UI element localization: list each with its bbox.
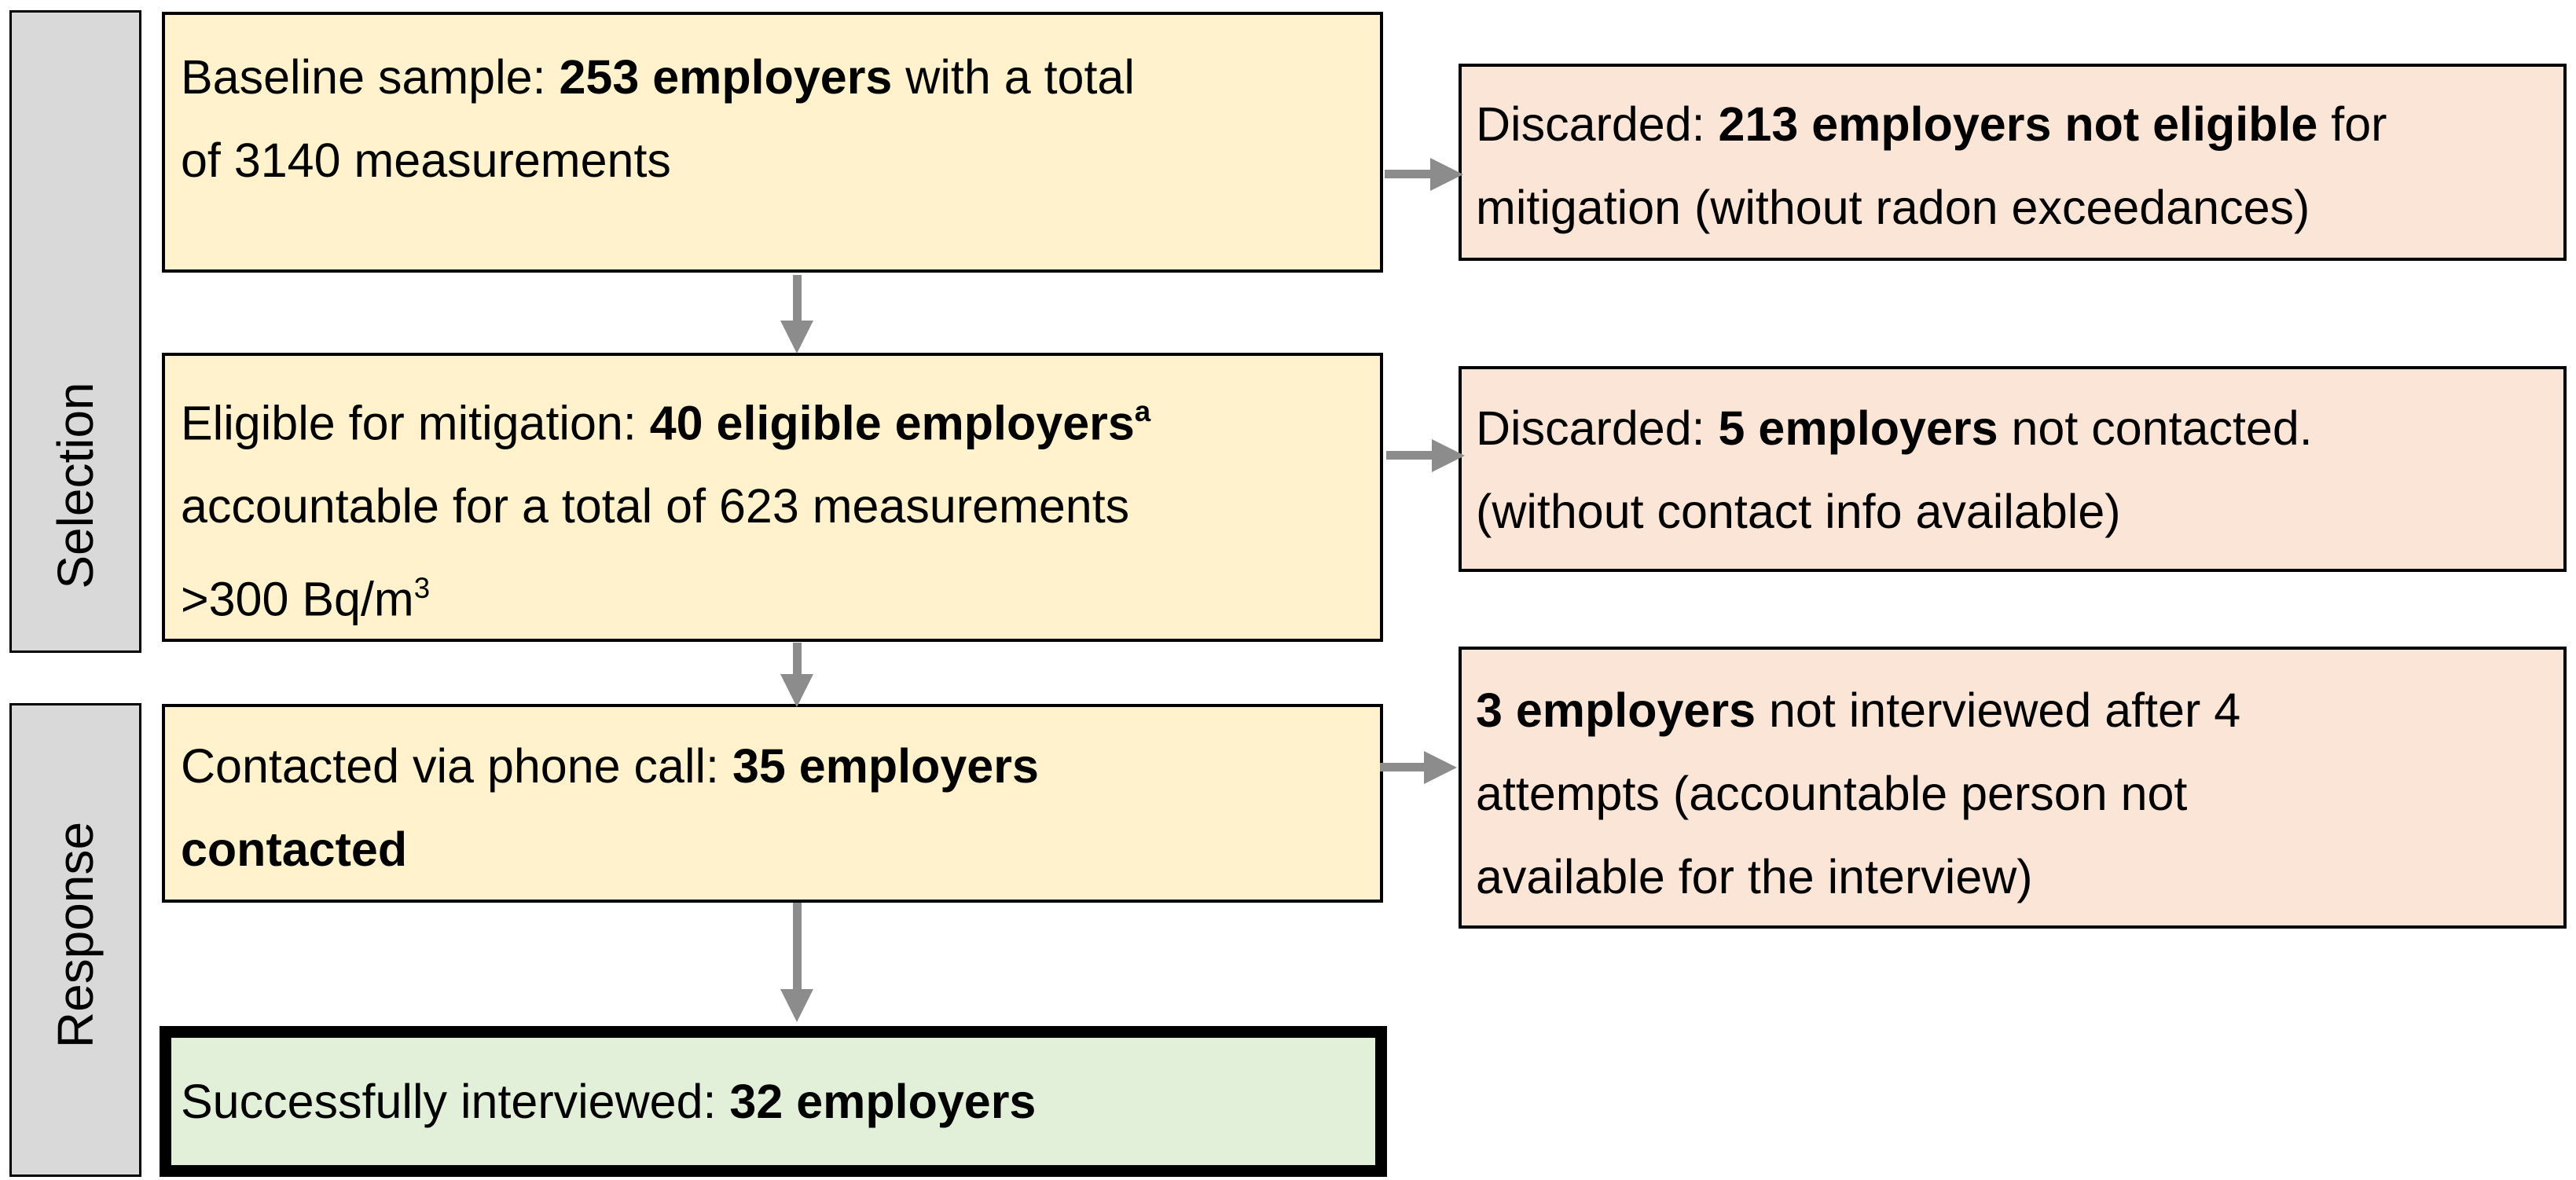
text-segment: Baseline sample:: [181, 50, 560, 104]
arrow-stem: [1385, 170, 1430, 178]
text-line: mitigation (without radon exceedances): [1476, 166, 2549, 249]
text-segment: Contacted via phone call:: [181, 739, 732, 793]
text-line: Baseline sample: 253 employers with a to…: [181, 35, 1364, 119]
stage-selection-box: Selection: [9, 10, 141, 653]
eligible-for-mitigation-box: Eligible for mitigation: 40 eligible emp…: [162, 353, 1383, 642]
arrow-head: [780, 674, 813, 707]
not-interviewed-box: 3 employers not interviewed after 4 atte…: [1459, 647, 2567, 929]
eligible-to-discarded-arrow: [1386, 439, 1465, 472]
text-segment: contacted: [181, 823, 408, 876]
text-line: Contacted via phone call: 35 employers: [181, 724, 1364, 808]
text-line: accountable for a total of 623 measureme…: [181, 464, 1364, 548]
stage-selection-label: Selection: [47, 382, 104, 589]
text-segment: >300 Bq/m: [181, 572, 414, 626]
arrow-stem: [792, 643, 802, 674]
text-segment: 40 eligible employers: [649, 396, 1135, 450]
text-line: Discarded: 213 employers not eligible fo…: [1476, 82, 2549, 166]
discarded-not-eligible-box: Discarded: 213 employers not eligible fo…: [1459, 64, 2567, 261]
arrow-head: [1424, 751, 1457, 784]
stage-response-label: Response: [47, 821, 104, 1049]
text-segment: Successfully interviewed:: [181, 1075, 730, 1128]
contacted-to-not-interviewed-arrow: [1380, 751, 1457, 784]
discarded-not-contacted-box: Discarded: 5 employers not contacted. (w…: [1459, 366, 2567, 572]
contacted-to-interviewed-arrow: [780, 903, 813, 1022]
text-line: Eligible for mitigation: 40 eligible emp…: [181, 372, 1364, 464]
text-line: contacted: [181, 808, 1364, 891]
text-segment: Eligible for mitigation:: [181, 396, 650, 450]
text-segment: 5 employers: [1718, 401, 1998, 455]
contacted-box: Contacted via phone call: 35 employers c…: [162, 704, 1383, 903]
text-segment: not interviewed after 4: [1756, 683, 2241, 737]
text-line: Successfully interviewed: 32 employers: [181, 1060, 1036, 1143]
text-segment: 213 employers not eligible: [1718, 97, 2318, 151]
arrow-stem: [1380, 763, 1424, 771]
text-segment: Discarded:: [1476, 401, 1719, 455]
text-segment: accountable for a total of 623 measureme…: [181, 479, 1130, 533]
text-segment: for: [2317, 97, 2387, 151]
text-segment: Discarded:: [1476, 97, 1719, 151]
arrow-head: [780, 989, 813, 1022]
text-segment: not contacted.: [1998, 401, 2313, 455]
text-segment: (without contact info available): [1476, 485, 2121, 538]
text-line: >300 Bq/m3: [181, 548, 1364, 640]
text-segment: 253 employers: [559, 50, 893, 104]
stage-response-box: Response: [9, 703, 141, 1177]
text-line: 3 employers not interviewed after 4: [1476, 669, 2549, 752]
arrow-stem: [1386, 451, 1432, 460]
text-segment: of 3140 measurements: [181, 134, 671, 187]
text-line: attempts (accountable person not: [1476, 752, 2549, 835]
baseline-to-eligible-arrow: [780, 275, 813, 354]
superscript-3: 3: [413, 571, 431, 604]
arrow-head: [1432, 439, 1465, 472]
text-segment: 3 employers: [1476, 683, 1756, 737]
eligible-to-contacted-arrow: [780, 643, 813, 707]
text-segment: available for the interview): [1476, 850, 2033, 903]
text-segment: with a total: [892, 50, 1135, 104]
arrow-head: [780, 321, 813, 354]
footnote-marker: a: [1134, 395, 1151, 428]
arrow-stem: [792, 275, 802, 321]
text-line: Discarded: 5 employers not contacted.: [1476, 387, 2549, 470]
text-line: (without contact info available): [1476, 470, 2549, 553]
text-segment: mitigation (without radon exceedances): [1476, 181, 2310, 234]
arrow-head: [1430, 158, 1463, 191]
baseline-sample-box: Baseline sample: 253 employers with a to…: [162, 12, 1383, 273]
successfully-interviewed-box: Successfully interviewed: 32 employers: [160, 1026, 1387, 1177]
text-segment: 32 employers: [729, 1075, 1037, 1128]
text-segment: attempts (accountable person not: [1476, 767, 2188, 820]
arrow-stem: [792, 903, 802, 989]
text-segment: 35 employers: [732, 739, 1039, 793]
baseline-to-discarded-arrow: [1385, 158, 1463, 191]
text-line: of 3140 measurements: [181, 119, 1364, 202]
text-line: available for the interview): [1476, 835, 2549, 918]
